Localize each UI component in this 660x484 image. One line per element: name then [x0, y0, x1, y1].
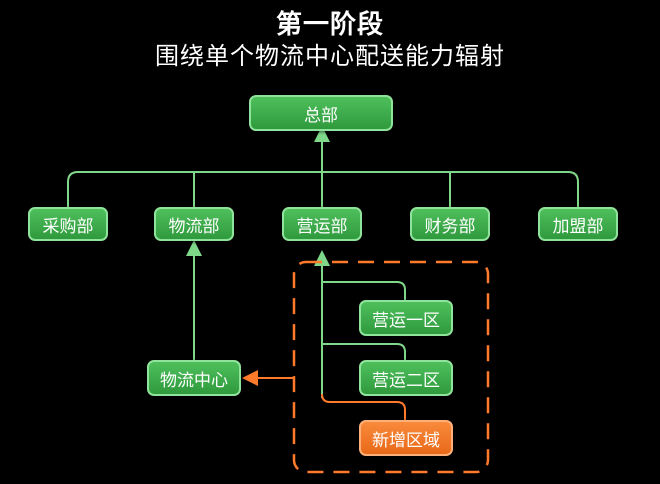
node-operations: 营运部 — [282, 207, 362, 241]
page-subtitle: 围绕单个物流中心配送能力辐射 — [155, 42, 505, 70]
node-finance: 财务部 — [410, 207, 490, 241]
node-logistics-center: 物流中心 — [147, 360, 241, 396]
node-new-zone: 新增区域 — [359, 420, 453, 456]
node-logistics: 物流部 — [154, 207, 234, 241]
node-ops-zone-1: 营运一区 — [359, 300, 453, 336]
zone-lines — [314, 250, 406, 398]
zone2-link — [322, 343, 406, 360]
node-franchise: 加盟部 — [538, 207, 618, 241]
node-purchasing: 采购部 — [28, 207, 108, 241]
node-hq: 总部 — [249, 95, 393, 131]
node-ops-zone-2: 营运二区 — [359, 360, 453, 396]
org-tree-lines — [67, 126, 579, 207]
new-zone-link — [321, 393, 406, 420]
new-region-dashed-box — [292, 260, 490, 474]
page-title: 第一阶段 — [275, 10, 384, 40]
zone1-link — [322, 281, 406, 300]
